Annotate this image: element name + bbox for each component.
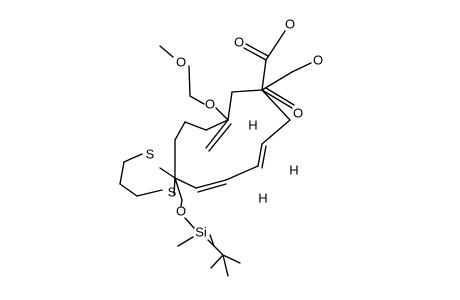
atom-label-si: Si	[195, 225, 207, 240]
atom-label-o-mom-ether: O	[176, 55, 186, 70]
atom-label-h-olefin-2: H	[289, 163, 298, 178]
bond	[173, 177, 176, 195]
bond	[174, 121, 186, 141]
bond	[231, 89, 263, 93]
atom-label-h-olefin-3: H	[258, 191, 267, 206]
bond	[261, 59, 267, 91]
bond	[291, 62, 312, 73]
atom-labels: O O O O O O S S O Si H H H	[146, 17, 323, 240]
bond	[180, 199, 183, 207]
atom-label-o-ester-b-alkoxy: O	[313, 53, 323, 68]
bond	[197, 183, 227, 193]
bond	[261, 89, 291, 121]
atom-label-o-ester-a-alkoxy: O	[285, 17, 295, 32]
atom-label-o-silyl-ether: O	[176, 204, 186, 219]
atom-label-s-upper: S	[146, 147, 155, 162]
bond	[205, 119, 229, 149]
bond	[208, 123, 232, 152]
bond	[265, 87, 295, 106]
bond	[159, 45, 174, 58]
bond	[184, 121, 207, 131]
atom-label-s-lower: S	[168, 185, 177, 200]
bond	[184, 217, 195, 229]
bond	[207, 239, 224, 256]
atom-label-o-mom-ring: O	[205, 97, 215, 112]
bond	[210, 254, 224, 269]
bond	[222, 254, 241, 264]
bond	[215, 107, 229, 121]
atom-label-o-ester-b-carbonyl: O	[293, 106, 303, 121]
bond	[261, 89, 293, 109]
bond	[257, 143, 263, 167]
atom-label-o-ester-a-carbonyl: O	[234, 35, 244, 50]
bond	[136, 189, 163, 197]
bond	[119, 183, 138, 197]
bond	[195, 179, 227, 189]
bond	[159, 167, 176, 179]
bond	[243, 47, 267, 61]
bond-lines	[119, 30, 312, 277]
bond	[189, 95, 205, 105]
bond	[265, 30, 286, 61]
bond	[174, 177, 183, 201]
bond	[225, 165, 259, 181]
bond	[119, 161, 125, 185]
bond	[174, 177, 197, 189]
bond	[227, 91, 233, 121]
bond	[261, 145, 267, 169]
bond	[261, 71, 293, 91]
bond	[209, 234, 215, 247]
bond	[177, 236, 194, 247]
bond	[205, 119, 229, 131]
bond	[261, 119, 291, 145]
bond	[245, 43, 269, 57]
bond	[222, 254, 229, 277]
bond	[123, 153, 143, 163]
atom-label-h-olefin-1: H	[248, 118, 257, 133]
bond	[188, 65, 191, 97]
